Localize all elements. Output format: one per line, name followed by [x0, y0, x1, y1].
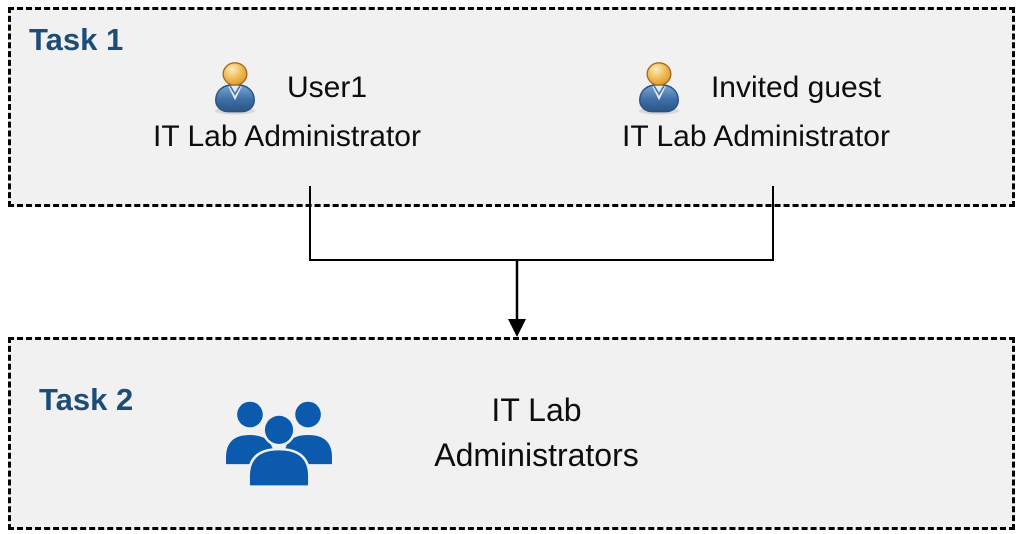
invited-guest-role: IT Lab Administrator: [622, 120, 890, 153]
group-name-line1: IT Lab: [491, 392, 582, 428]
task2-label: Task 2: [39, 382, 134, 417]
task1-label: Task 1: [29, 22, 124, 57]
invited-guest-row: Invited guest: [631, 58, 881, 118]
group-name: IT Lab Administrators: [394, 388, 679, 478]
person-icon: [631, 59, 687, 117]
task1-box: Task 1 User1 IT Lab Administrator Invite…: [8, 7, 1015, 207]
user1-row: User1: [207, 58, 367, 118]
people-group-icon: [217, 394, 341, 488]
invited-guest-name: Invited guest: [710, 71, 882, 104]
user-entry-invited-guest: Invited guest IT Lab Administrator: [586, 58, 926, 154]
arrowhead: [508, 319, 526, 337]
user-entry-user1: User1 IT Lab Administrator: [117, 58, 457, 154]
task2-box: Task 2 IT Lab Administrators: [8, 337, 1015, 530]
user1-name: User1: [286, 71, 368, 104]
group-name-line2: Administrators: [434, 437, 639, 473]
user1-role: IT Lab Administrator: [153, 120, 421, 153]
person-icon: [207, 59, 263, 117]
